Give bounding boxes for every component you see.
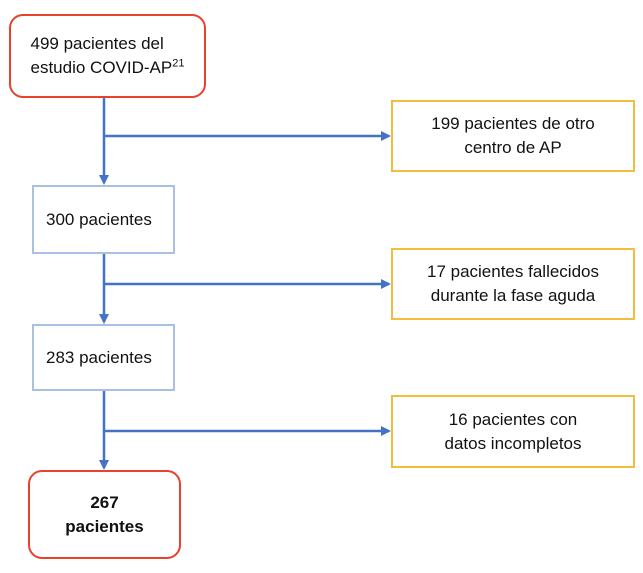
exclusion-box-3-text: 16 pacientes con datos incompletos (444, 408, 581, 456)
final-box: 267 pacientes (28, 470, 181, 559)
exclusion-box-2-text: 17 pacientes fallecidos durante la fase … (427, 260, 599, 308)
exclusion-3-line2: datos incompletos (444, 433, 582, 453)
exclusion-box-1-text: 199 pacientes de otro centro de AP (431, 112, 595, 160)
final-box-text: 267 pacientes (65, 491, 143, 539)
start-reference-superscript: 21 (172, 57, 185, 70)
start-line2: estudio COVID-AP (30, 58, 173, 77)
step-box-283: 283 pacientes (32, 324, 175, 391)
exclusion-box-3: 16 pacientes con datos incompletos (391, 395, 635, 468)
step-box-300-text: 300 pacientes (46, 209, 152, 229)
final-line1: 267 (90, 492, 119, 512)
exclusion-box-1: 199 pacientes de otro centro de AP (391, 100, 635, 172)
start-box: 499 pacientes del estudio COVID-AP21 (9, 14, 206, 98)
exclusion-3-line1: 16 pacientes con (448, 409, 578, 429)
exclusion-box-2: 17 pacientes fallecidos durante la fase … (391, 248, 635, 320)
exclusion-2-line1: 17 pacientes fallecidos (426, 262, 599, 281)
exclusion-2-line2: durante la fase aguda (430, 286, 596, 305)
start-box-text: 499 pacientes del estudio COVID-AP21 (31, 32, 185, 80)
start-line1: 499 pacientes del (30, 34, 164, 53)
exclusion-1-line2: centro de AP (464, 138, 562, 157)
step-box-300: 300 pacientes (32, 185, 175, 254)
exclusion-1-line1: 199 pacientes de otro (431, 114, 595, 133)
step-box-283-text: 283 pacientes (46, 347, 152, 367)
final-line2: pacientes (65, 516, 144, 536)
